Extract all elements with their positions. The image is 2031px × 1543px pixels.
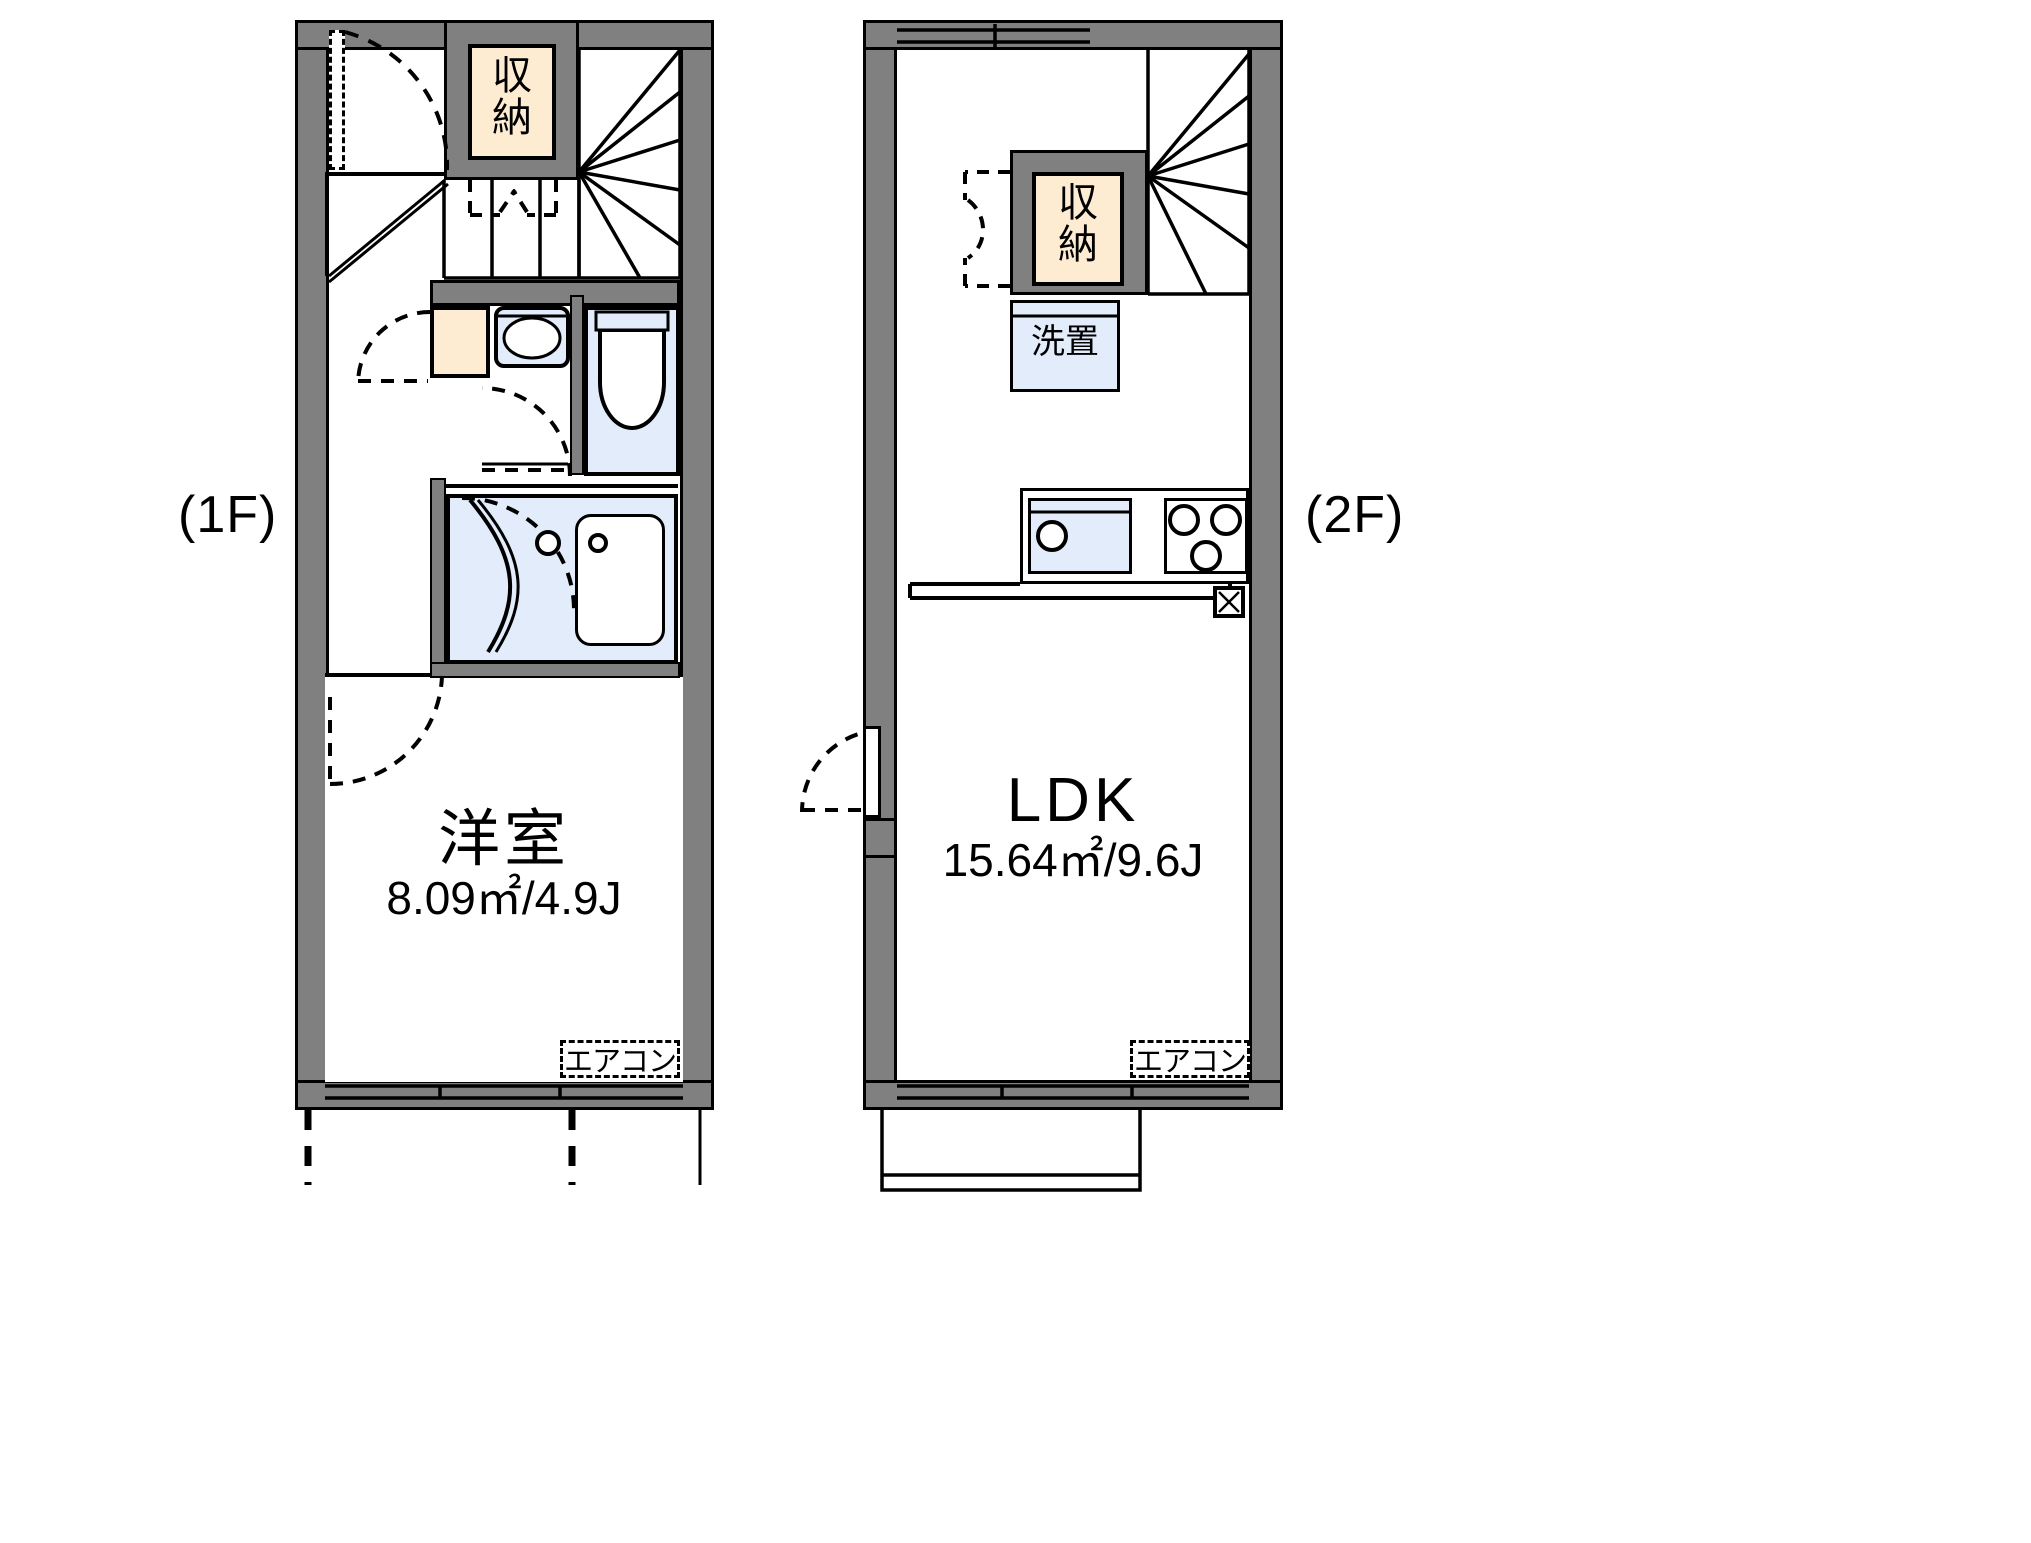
- bathtub-1f: [575, 514, 665, 646]
- entrance-door-leaf-2f: [863, 726, 881, 818]
- room-name-ldk: LDK: [1006, 766, 1140, 835]
- room-area-ldk: 15.64㎡/9.6J: [942, 834, 1204, 886]
- room-name-yoshitsu: 洋室: [437, 802, 570, 875]
- storage-box-2f: [1032, 172, 1124, 286]
- floor-tag-1f: (1F): [178, 486, 278, 544]
- exterior-wall-bottom-1f: [295, 1080, 714, 1110]
- stairs-run-1f: [444, 180, 680, 280]
- floor-tag-2f: (2F): [1305, 486, 1405, 544]
- room-area-yoshitsu: 8.09㎡/4.9J: [386, 872, 622, 924]
- storage-label-line1: 収: [492, 53, 532, 99]
- storage-label-line1-2f: 収: [1058, 180, 1098, 226]
- aircon-label-2f: エアコン: [1130, 1040, 1250, 1078]
- floor-plan-2f: (2F) LDK 15.64㎡/9.6J エアコン 収 納 洗置: [760, 0, 1520, 1543]
- room-label-yoshitsu: 洋室 8.09㎡/4.9J: [325, 808, 683, 928]
- sanitary-divider-wall-1f: [570, 295, 584, 475]
- entrance-door-leaf-1f: [329, 30, 345, 170]
- exterior-wall-top-2f: [863, 20, 1283, 50]
- storage-label-2f: 収 納: [1032, 182, 1124, 266]
- toilet-room-1f: [584, 306, 680, 476]
- storage-label-line2: 納: [492, 95, 532, 141]
- kitchen-sink-2f: [1028, 498, 1132, 574]
- washbasin-cabinet-1f: [430, 306, 490, 378]
- washer-label-2f: 洗置: [1031, 322, 1099, 362]
- room-label-ldk: LDK 15.64㎡/9.6J: [897, 770, 1249, 890]
- washbasin-bowl-1f: [494, 306, 570, 368]
- aircon-label-1f: エアコン: [560, 1040, 680, 1078]
- bath-wall-bottom-1f: [430, 662, 680, 678]
- exterior-wall-right-upper-1f: [680, 20, 714, 1110]
- floor-plan-1f: (1F) 洋室 8.09㎡/4.9J エアコン 収 納: [0, 0, 760, 1543]
- entrance-jamb-lower-2f: [863, 818, 897, 858]
- storage-label-line2-2f: 納: [1058, 222, 1098, 268]
- exterior-wall-right-2f: [1249, 20, 1283, 1110]
- storage-box-1f: [468, 44, 556, 160]
- stairs-area-2f: [1148, 50, 1249, 294]
- bath-wall-left-1f: [430, 478, 446, 678]
- stairs-area-1f: [579, 50, 680, 180]
- sanitary-top-wall-1f: [430, 280, 680, 306]
- exterior-wall-left-2f: [863, 20, 897, 1110]
- dressing-room-1f: [430, 378, 570, 478]
- genkan-edge-line-1f: [325, 176, 329, 276]
- exterior-wall-left-1f: [295, 20, 329, 1110]
- gas-stove-2f: [1164, 498, 1248, 574]
- exterior-wall-bottom-2f: [863, 1080, 1283, 1110]
- storage-label-1f: 収 納: [468, 55, 556, 139]
- genkan-step-line-1f: [325, 172, 445, 176]
